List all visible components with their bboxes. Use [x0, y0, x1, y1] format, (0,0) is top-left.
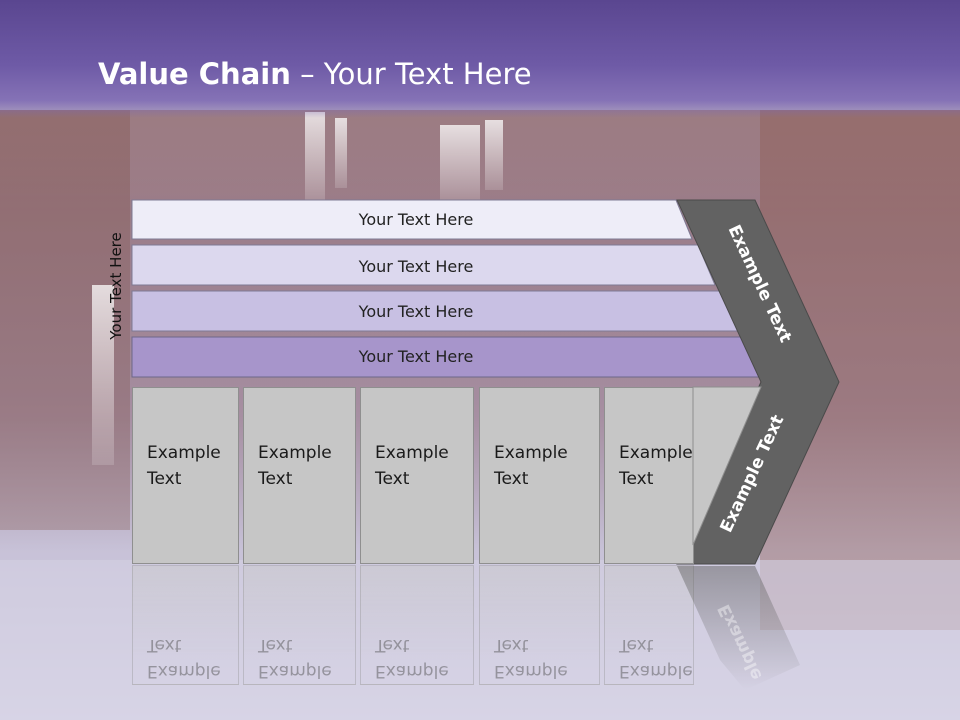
bar-1-shape [131, 199, 693, 240]
activity-box-4[interactable]: Example Text [479, 387, 600, 564]
bar-2-shape [131, 244, 716, 286]
activity-box-3-line1: Example [375, 443, 449, 463]
activity-box-3[interactable]: Example Text [360, 387, 474, 564]
activity-box-2-line2: Text [258, 469, 293, 489]
activity-box-4-line2: Text [494, 469, 529, 489]
activity-box-5-label: Example Text [619, 440, 693, 492]
activity-box-1-line2: Text [147, 469, 182, 489]
activity-box-3-line2: Text [375, 469, 410, 489]
bar-4-label: Your Text Here [358, 347, 474, 366]
activity-box-1[interactable]: Example Text [132, 387, 239, 564]
activity-box-1-line1: Example [147, 443, 221, 463]
bar-1[interactable]: Your Text Here [131, 199, 693, 240]
activity-box-5-line2: Text [619, 469, 654, 489]
bar-2-label: Your Text Here [358, 257, 474, 276]
activity-box-4-line1: Example [494, 443, 568, 463]
bar-2[interactable]: Your Text Here [131, 244, 716, 286]
title-rest: – Your Text Here [290, 57, 532, 91]
slide-title[interactable]: Value Chain – Your Text Here [98, 54, 532, 94]
bar-1-label: Your Text Here [358, 210, 474, 229]
activity-box-2-label: Example Text [258, 440, 332, 492]
activity-box-1-label: Example Text [147, 440, 221, 492]
bar-3[interactable]: Your Text Here [131, 290, 740, 332]
title-bold: Value Chain [98, 57, 291, 91]
bar-3-label: Your Text Here [358, 302, 474, 321]
activity-box-5-line1: Example [619, 443, 693, 463]
header-band [0, 0, 960, 118]
activity-box-3-label: Example Text [375, 440, 449, 492]
activity-box-4-label: Example Text [494, 440, 568, 492]
activity-box-2-line1: Example [258, 443, 332, 463]
activity-box-2[interactable]: Example Text [243, 387, 356, 564]
activity-box-5[interactable]: Example Text [604, 387, 694, 564]
chevron-shape [676, 199, 840, 565]
